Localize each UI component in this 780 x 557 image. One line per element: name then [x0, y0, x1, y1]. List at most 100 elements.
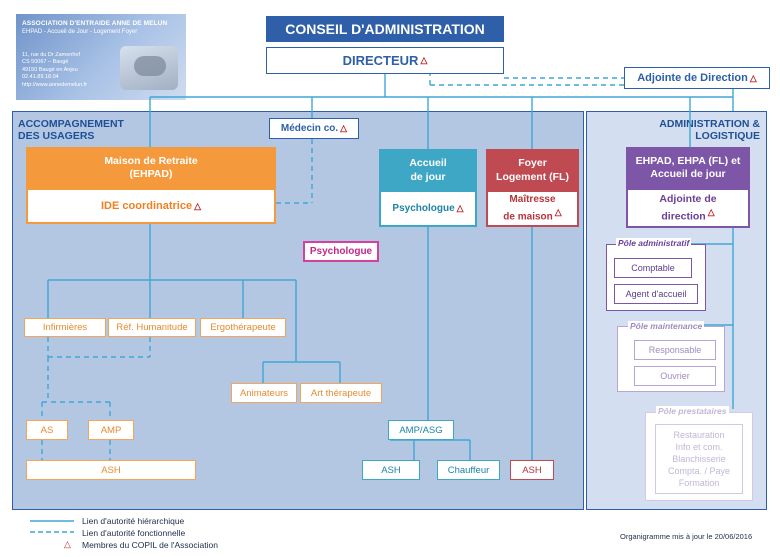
agent-accueil-label: Agent d'accueil: [625, 289, 687, 299]
ehpad-admin-title-line2: Accueil de jour: [650, 167, 726, 180]
pole-maintenance-title: Pôle maintenance: [628, 321, 705, 331]
copil-triangle-icon: △: [456, 203, 464, 213]
association-subtitle: EHPAD - Accueil de Jour - Logement Foyer: [22, 29, 138, 35]
update-note: Organigramme mis à jour le 20/06/2016: [620, 532, 753, 541]
ash-ehpad-label: ASH: [101, 464, 121, 476]
pole-administratif-title: Pôle administratif: [616, 238, 692, 248]
copil-triangle-icon: △: [749, 72, 757, 83]
adjointe-admin-label-line2: direction: [661, 210, 706, 223]
amp-asg-label: AMP/ASG: [399, 424, 443, 436]
medecin-label: Médecin co.: [280, 123, 339, 134]
maitresse-label-line2: de maison: [503, 211, 553, 223]
psychologue-ehpad-box: Psychologue: [303, 241, 379, 262]
copil-triangle-icon: △: [554, 207, 562, 218]
amp-box: AMP: [88, 420, 134, 440]
region-title-line: DES USAGERS: [18, 130, 95, 142]
ash-foyer-label: ASH: [522, 464, 542, 476]
address-line: CS 50067 – Baugé: [22, 59, 69, 66]
accueil-jour-title-line2: de jour: [410, 170, 446, 183]
comptable-label: Comptable: [631, 263, 675, 273]
address-line: 49150 Baugé en Anjou: [22, 66, 78, 73]
copil-triangle-icon: △: [707, 206, 715, 217]
chauffeur-label: Chauffeur: [447, 464, 490, 476]
region-administration-title: ADMINISTRATION & LOGISTIQUE: [659, 118, 760, 142]
foyer-title: Foyer: [518, 156, 547, 169]
foyer-logement-header: Foyer Logement (FL): [486, 149, 579, 190]
as-box: AS: [26, 420, 68, 440]
responsable-box: Responsable: [634, 340, 716, 360]
animateurs-label: Animateurs: [239, 387, 289, 399]
adjointe-admin-label: Adjointe de: [659, 192, 717, 205]
ide-coordinatrice-box: IDE coordinatrice△: [26, 188, 276, 224]
region-title-line: ACCOMPAGNEMENT: [18, 118, 124, 130]
ehpad-admin-header: EHPAD, EHPA (FL) et Accueil de jour: [626, 147, 750, 188]
chauffeur-box: Chauffeur: [437, 460, 500, 480]
copil-triangle-icon: △: [420, 55, 428, 65]
medecin-coordinateur-box: Médecin co.△: [269, 118, 359, 139]
maitresse-maison-box: Maîtresse de maison△: [486, 190, 579, 227]
ash-foyer-box: ASH: [510, 460, 554, 480]
infirmieres-label: Infirmières: [42, 322, 88, 333]
association-address: 11, rue du Dr Zamenhof CS 50067 – Baugé …: [22, 52, 87, 89]
legend-line-samples: [30, 520, 74, 533]
region-title-line: LOGISTIQUE: [695, 130, 760, 142]
amp-label: AMP: [100, 424, 122, 436]
ash-accueil-box: ASH: [362, 460, 420, 480]
phone-line: 02.41.89.18.04: [22, 74, 59, 81]
art-therapeute-box: Art thérapeute: [300, 383, 382, 403]
pole-prestataires-title: Pôle prestataires: [656, 406, 729, 416]
ergotherapeute-label: Ergothérapeute: [210, 322, 276, 333]
accueil-psychologue-label: Psychologue: [392, 203, 455, 214]
ouvrier-label: Ouvrier: [660, 371, 690, 381]
region-accompagnement-title: ACCOMPAGNEMENT DES USAGERS: [18, 118, 124, 142]
maison-retraite-subtitle: (EHPAD): [129, 167, 173, 180]
maison-retraite-title: Maison de Retraite: [104, 154, 198, 167]
ouvrier-box: Ouvrier: [634, 366, 716, 386]
directeur-label: DIRECTEUR: [342, 53, 419, 68]
foyer-title-line2: Logement (FL): [496, 170, 569, 183]
accueil-jour-title: Accueil: [409, 156, 447, 169]
directeur-box: DIRECTEUR△: [266, 47, 504, 74]
animateurs-box: Animateurs: [231, 383, 297, 403]
ash-ehpad-box: ASH: [26, 460, 196, 480]
accueil-jour-header: Accueil de jour: [379, 149, 477, 190]
website-line: http://www.annedemelun.fr: [22, 81, 88, 88]
banner-photo-detail: [134, 56, 166, 76]
agent-accueil-box: Agent d'accueil: [614, 284, 698, 304]
psychologue-label: Psychologue: [309, 246, 373, 257]
comptable-box: Comptable: [614, 258, 692, 278]
ergotherapeute-box: Ergothérapeute: [200, 318, 286, 337]
association-name: ASSOCIATION D'ENTRAIDE ANNE DE MELUN: [22, 20, 168, 27]
copil-triangle-icon: △: [340, 123, 348, 133]
responsable-label: Responsable: [648, 345, 702, 355]
copil-legend-triangle-icon: △: [64, 539, 71, 549]
ehpad-admin-title: EHPAD, EHPA (FL) et: [635, 154, 741, 167]
infirmieres-box: Infirmières: [24, 318, 106, 337]
legend-hierarchique: Lien d'autorité hiérarchique: [82, 516, 185, 526]
prestataire-item: Restauration: [673, 430, 725, 440]
region-title-line: ADMINISTRATION &: [659, 118, 760, 130]
accueil-psychologue-box: Psychologue△: [379, 190, 477, 227]
ash-accueil-label: ASH: [381, 464, 401, 476]
prestataire-item: Formation: [678, 478, 720, 488]
ref-humanitude-box: Réf. Humanitude: [108, 318, 196, 337]
legend-copil: Membres du COPIL de l'Association: [82, 540, 218, 550]
prestataires-list-box: Restauration Info et com. Blanchisserie …: [655, 424, 743, 494]
prestataire-item: Info et com.: [675, 442, 723, 452]
maitresse-label: Maîtresse: [509, 194, 556, 206]
conseil-administration-box: CONSEIL D'ADMINISTRATION: [266, 16, 504, 42]
conseil-administration-label: CONSEIL D'ADMINISTRATION: [285, 21, 485, 37]
ref-humanitude-label: Réf. Humanitude: [116, 322, 188, 333]
ide-coordinatrice-label: IDE coordinatrice: [101, 200, 193, 212]
art-therapeute-label: Art thérapeute: [310, 387, 372, 399]
adjointe-direction-label: Adjointe de Direction: [637, 72, 748, 84]
association-banner: ASSOCIATION D'ENTRAIDE ANNE DE MELUN EHP…: [16, 14, 186, 100]
prestataire-item: Compta. / Paye: [667, 466, 731, 476]
adjointe-direction-admin-box: Adjointe de direction△: [626, 188, 750, 228]
maison-retraite-header: Maison de Retraite (EHPAD): [26, 147, 276, 188]
adjointe-direction-box: Adjointe de Direction△: [624, 67, 770, 89]
amp-asg-box: AMP/ASG: [388, 420, 454, 440]
prestataire-item: Blanchisserie: [672, 454, 726, 464]
legend-fonctionnelle: Lien d'autorité fonctionnelle: [82, 528, 186, 538]
copil-triangle-icon: △: [194, 200, 201, 211]
